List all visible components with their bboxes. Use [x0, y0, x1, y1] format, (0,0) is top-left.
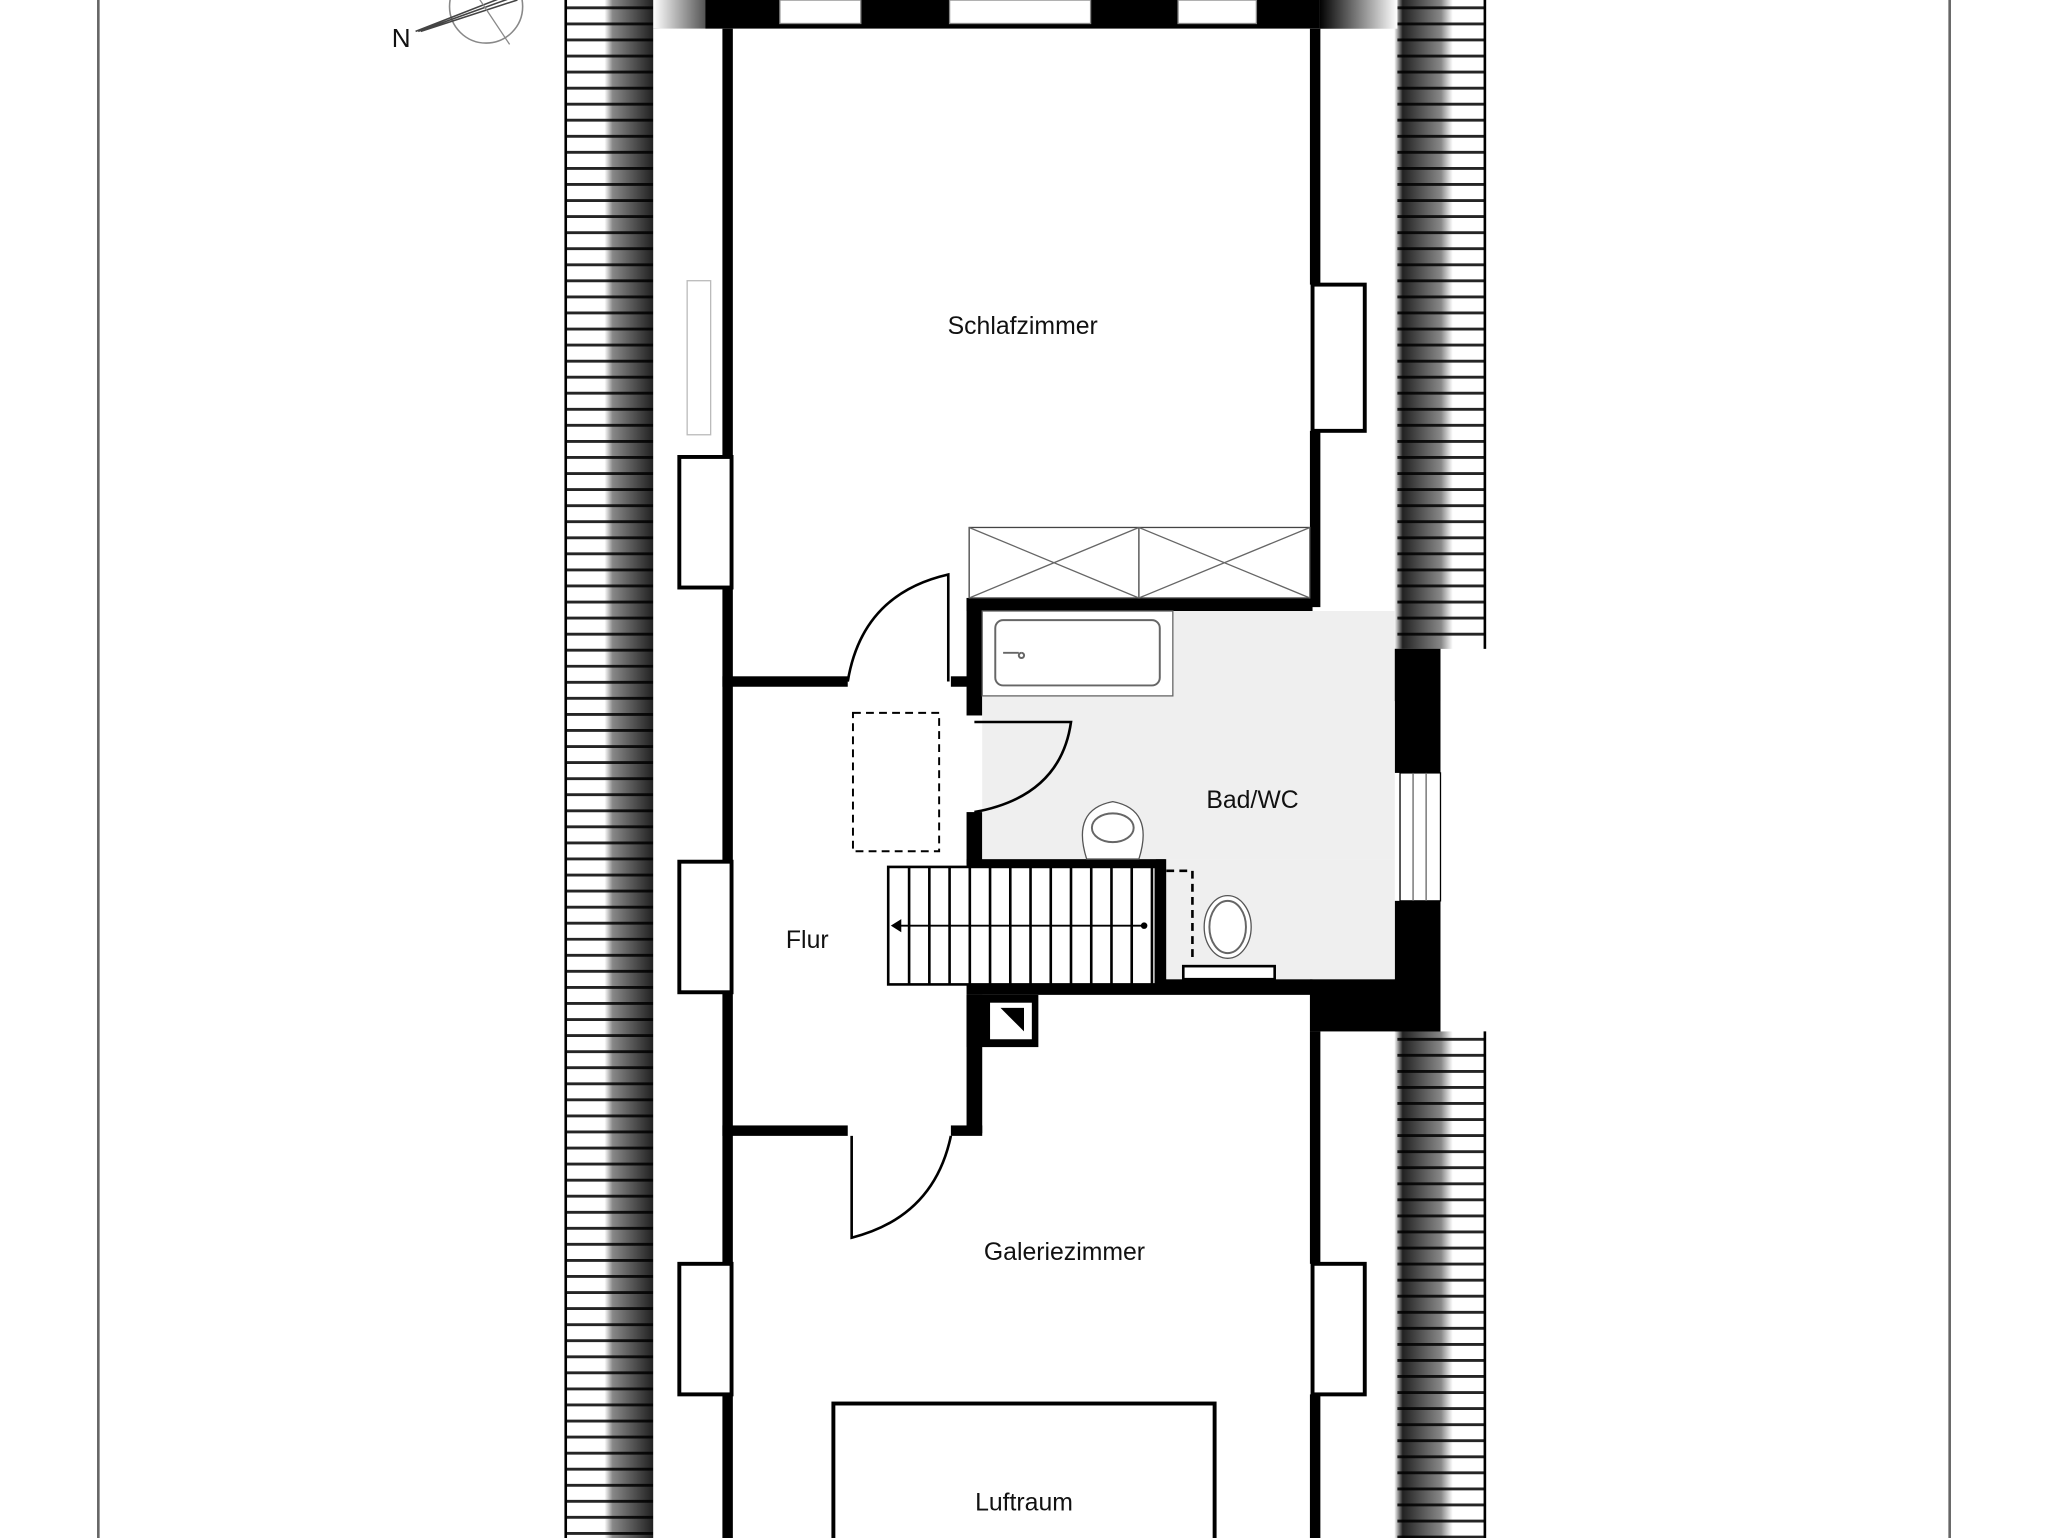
toilet — [1181, 894, 1276, 981]
window — [948, 0, 1092, 25]
sink — [1081, 800, 1144, 860]
window — [1177, 0, 1258, 25]
luftraum-void — [831, 1401, 1217, 1538]
room-label-galeriezimmer: Galeriezimmer — [984, 1239, 1145, 1266]
attic-hatch — [851, 711, 941, 853]
door-schlafzimmer[interactable] — [846, 572, 950, 682]
built-in-cabinets — [968, 526, 1311, 599]
room-label-schlafzimmer: Schlafzimmer — [948, 313, 1098, 340]
top-wall — [653, 0, 1398, 29]
compass-rose: N — [392, 0, 524, 53]
room-label-flur: Flur — [786, 927, 829, 954]
bathtub — [981, 610, 1174, 697]
room-label-bad-wc: Bad/WC — [1206, 787, 1298, 814]
staircase — [886, 865, 1158, 986]
walls — [722, 28, 1441, 1538]
window — [779, 0, 862, 25]
roof-right-lower — [1319, 1031, 1487, 1538]
door-bad[interactable] — [974, 720, 1073, 814]
roof-right-upper — [1319, 0, 1487, 649]
compass-north-label: N — [392, 23, 411, 53]
door-galerie[interactable] — [850, 1135, 953, 1240]
room-label-luftraum: Luftraum — [975, 1490, 1073, 1517]
